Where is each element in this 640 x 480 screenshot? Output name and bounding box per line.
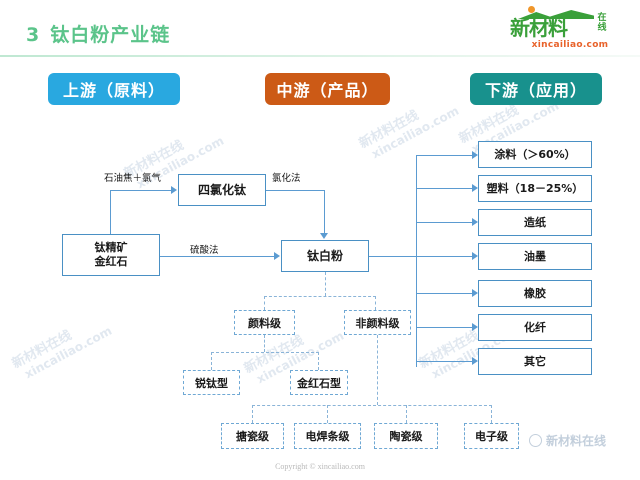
arrow-app-0 <box>472 151 478 159</box>
arrow-app-5 <box>472 323 478 331</box>
dashed-connector-non-pigment-child-0 <box>252 405 253 423</box>
node-raw-material: 钛精矿 金红石 <box>62 234 160 276</box>
application-box-6: 其它 <box>478 348 592 375</box>
grade-box-electronic: 电子级 <box>464 423 519 449</box>
copyright-text: Copyright © xincailiao.com <box>275 462 365 471</box>
node-raw-material-line2: 金红石 <box>94 255 128 268</box>
grade-box-non-pigment: 非颜料级 <box>344 310 411 335</box>
logo-suffix: 在 线 <box>594 13 610 33</box>
dashed-connector-pigment-bus <box>211 352 319 353</box>
connector-application-trunk <box>416 155 418 367</box>
wechat-label: 新材料在线 <box>546 434 607 448</box>
dashed-connector-non-pigment-child-1 <box>327 405 328 423</box>
dashed-connector-grade-bus <box>264 296 376 297</box>
dashed-connector-non-pigment-bus <box>252 405 492 406</box>
connector-branch-app-1 <box>416 188 476 190</box>
watermark-line2: xincailiao.com <box>369 103 462 162</box>
connector-dioxide-to-trunk <box>369 256 417 258</box>
connector-sulfate-horizontal <box>160 256 275 258</box>
node-titanium-tetrachloride: 四氯化钛 <box>178 174 266 206</box>
dashed-connector-pigment-child-0 <box>211 352 212 370</box>
grade-box-rutile: 金红石型 <box>290 370 348 395</box>
watermark-line2: xincailiao.com <box>22 323 115 382</box>
connector-branch-app-4 <box>416 293 476 295</box>
page-title: 3 钛白粉产业链 <box>26 20 170 47</box>
page-title-text: 钛白粉产业链 <box>50 24 171 46</box>
arrow-app-2 <box>472 218 478 226</box>
arrow-app-1 <box>472 184 478 192</box>
grade-box-welding-rod: 电焊条级 <box>294 423 361 449</box>
dashed-connector-pigment-down <box>264 335 265 352</box>
grade-box-ceramic: 陶瓷级 <box>374 423 438 449</box>
stage-header-midstream: 中游（产品） <box>265 73 390 105</box>
dashed-connector-dioxide-down <box>325 272 326 296</box>
dashed-connector-to-non-pigment <box>375 296 376 310</box>
application-box-0: 涂料（＞60%） <box>478 141 592 168</box>
arrow-sulfate <box>274 252 280 260</box>
connector-chloride-horizontal <box>266 190 325 192</box>
dashed-connector-pigment-child-1 <box>318 352 319 370</box>
edge-label-chloride-process: 氯化法 <box>272 173 301 184</box>
connector-raw-to-tetrachloride-vertical <box>110 190 112 234</box>
connector-branch-app-2 <box>416 222 476 224</box>
logo-suffix-line2: 线 <box>597 23 607 33</box>
application-box-5: 化纤 <box>478 314 592 341</box>
connector-raw-to-tetrachloride-horizontal <box>110 190 172 192</box>
arrow-chloride-down <box>320 233 328 239</box>
application-box-3: 油墨 <box>478 243 592 270</box>
grade-box-enamel: 搪瓷级 <box>221 423 284 449</box>
logo-suffix-line1: 在 <box>597 13 607 23</box>
wechat-badge: 新材料在线 <box>529 432 606 449</box>
logo-text: 新材料 <box>510 16 568 40</box>
application-box-2: 造纸 <box>478 209 592 236</box>
wechat-icon <box>529 434 542 447</box>
watermark: 新材料在线 xincailiao.com <box>8 307 114 384</box>
dashed-connector-non-pigment-down <box>377 335 378 405</box>
header-divider <box>0 55 640 57</box>
dashed-connector-to-pigment <box>264 296 265 310</box>
brand-logo: 新材料 在 线 xincailiao.com <box>510 6 630 53</box>
edge-label-sulfate-process: 硫酸法 <box>190 245 219 256</box>
logo-dot-icon <box>528 6 535 13</box>
arrow-app-3 <box>472 252 478 260</box>
connector-branch-app-5 <box>416 327 476 329</box>
arrow-app-6 <box>472 357 478 365</box>
grade-box-anatase: 锐钛型 <box>183 370 240 395</box>
dashed-connector-non-pigment-child-2 <box>406 405 407 423</box>
connector-chloride-vertical <box>324 190 326 234</box>
connector-branch-app-3 <box>416 256 476 258</box>
grade-box-pigment: 颜料级 <box>234 310 295 335</box>
stage-header-downstream: 下游（应用） <box>470 73 602 105</box>
slide-number: 3 <box>26 24 41 46</box>
edge-label-to-tetrachloride: 石油焦＋氯气 <box>104 173 162 184</box>
logo-url: xincailiao.com <box>531 40 609 50</box>
watermark-line1: 新材料在线 <box>9 328 75 372</box>
connector-branch-app-6 <box>416 361 476 363</box>
application-box-4: 橡胶 <box>478 280 592 307</box>
arrow-app-4 <box>472 289 478 297</box>
dashed-connector-non-pigment-child-3 <box>491 405 492 423</box>
arrow-to-tetrachloride <box>171 186 177 194</box>
connector-branch-app-0 <box>416 155 476 157</box>
stage-header-upstream: 上游（原料） <box>48 73 180 105</box>
node-raw-material-line1: 钛精矿 <box>94 241 128 254</box>
node-titanium-dioxide: 钛白粉 <box>281 240 369 272</box>
application-box-1: 塑料（18－25%） <box>478 175 592 202</box>
